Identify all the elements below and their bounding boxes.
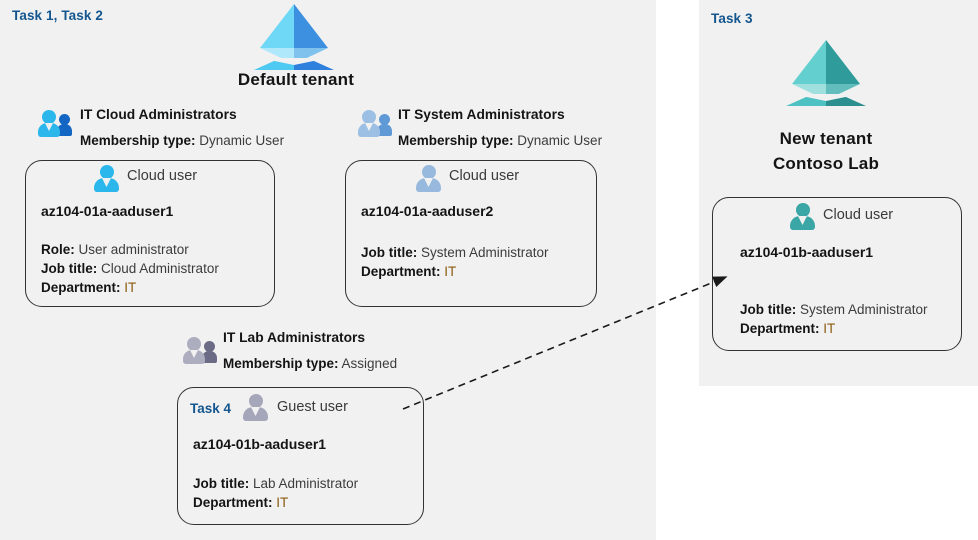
group-membership-system-admins: Membership type: Dynamic User (398, 133, 602, 148)
group-users-icon-system-admins (358, 109, 392, 137)
membership-type-value: Assigned (341, 356, 398, 371)
user-name-aaduser1: az104-01a-aaduser1 (41, 203, 174, 219)
attr-department: Department: IT (41, 278, 219, 297)
membership-type-key: Membership type: (398, 133, 514, 148)
user-card-az104-01a-aaduser1[interactable] (25, 160, 275, 307)
user-type-aaduser1: Cloud user (127, 168, 198, 184)
default-tenant-icon (252, 2, 336, 74)
attr-value: System Administrator (800, 302, 928, 317)
task-label-4: Task 4 (190, 401, 232, 416)
attr-key: Role: (41, 242, 75, 257)
user-attrs-b-aaduser1: Job title: System Administrator Departme… (740, 300, 928, 338)
attr-value: IT (444, 264, 457, 279)
attr-job-title: Job title: Lab Administrator (193, 474, 358, 493)
attr-value: Cloud Administrator (101, 261, 219, 276)
group-name-it-lab-administrators: IT Lab Administrators (223, 330, 366, 345)
group-name-it-system-administrators: IT System Administrators (398, 107, 565, 122)
attr-key: Department: (740, 321, 820, 336)
attr-job-title: Job title: Cloud Administrator (41, 259, 219, 278)
attr-key: Job title: (193, 476, 250, 491)
guest-user-icon-aaduser1 (242, 394, 269, 421)
group-membership-cloud-admins: Membership type: Dynamic User (80, 133, 284, 148)
attr-value: IT (124, 280, 137, 295)
attr-value: System Administrator (421, 245, 549, 260)
attr-department: Department: IT (193, 493, 358, 512)
user-attrs-aaduser2: Job title: System Administrator Departme… (361, 243, 549, 281)
default-tenant-caption: Default tenant (237, 70, 355, 89)
attr-department: Department: IT (361, 262, 549, 281)
membership-type-key: Membership type: (223, 356, 339, 371)
user-card-az104-01b-aaduser1-cloud[interactable] (712, 197, 962, 351)
group-name-it-cloud-administrators: IT Cloud Administrators (80, 107, 237, 122)
cloud-user-icon-b-aaduser1 (789, 203, 816, 230)
membership-type-value: Dynamic User (517, 133, 603, 148)
new-tenant-caption-line1: New tenant (779, 129, 873, 148)
cloud-user-icon-aaduser2 (415, 165, 442, 192)
attr-key: Job title: (361, 245, 418, 260)
task-label-3: Task 3 (711, 11, 753, 26)
attr-key: Department: (41, 280, 121, 295)
attr-job-title: Job title: System Administrator (740, 300, 928, 319)
attr-value: Lab Administrator (253, 476, 359, 491)
user-type-aaduser2: Cloud user (449, 168, 520, 184)
membership-type-key: Membership type: (80, 133, 196, 148)
user-type-guest-aaduser1: Guest user (277, 399, 348, 415)
group-users-icon-lab-admins (183, 336, 217, 364)
membership-type-value: Dynamic User (199, 133, 285, 148)
attr-value: IT (823, 321, 836, 336)
default-tenant-panel (0, 0, 656, 540)
attr-key: Job title: (41, 261, 98, 276)
user-attrs-aaduser1: Role: User administrator Job title: Clou… (41, 240, 219, 297)
new-tenant-icon (784, 38, 868, 110)
user-card-az104-01b-aaduser1-guest[interactable] (177, 387, 424, 525)
task-label-1-2: Task 1, Task 2 (12, 8, 103, 23)
new-tenant-caption-line2: Contoso Lab (772, 154, 880, 173)
attr-value: IT (276, 495, 289, 510)
cloud-user-icon-aaduser1 (93, 165, 120, 192)
attr-department: Department: IT (740, 319, 928, 338)
user-name-b-aaduser1: az104-01b-aaduser1 (740, 244, 874, 260)
user-attrs-guest-aaduser1: Job title: Lab Administrator Department:… (193, 474, 358, 512)
attr-role: Role: User administrator (41, 240, 219, 259)
user-name-aaduser2: az104-01a-aaduser2 (361, 203, 494, 219)
attr-value: User administrator (78, 242, 189, 257)
attr-key: Department: (361, 264, 441, 279)
attr-job-title: Job title: System Administrator (361, 243, 549, 262)
attr-key: Job title: (740, 302, 797, 317)
user-type-b-aaduser1: Cloud user (823, 207, 894, 223)
group-membership-lab-admins: Membership type: Assigned (223, 356, 397, 371)
user-name-guest-aaduser1: az104-01b-aaduser1 (193, 436, 327, 452)
attr-key: Department: (193, 495, 273, 510)
group-users-icon-cloud-admins (38, 109, 72, 137)
